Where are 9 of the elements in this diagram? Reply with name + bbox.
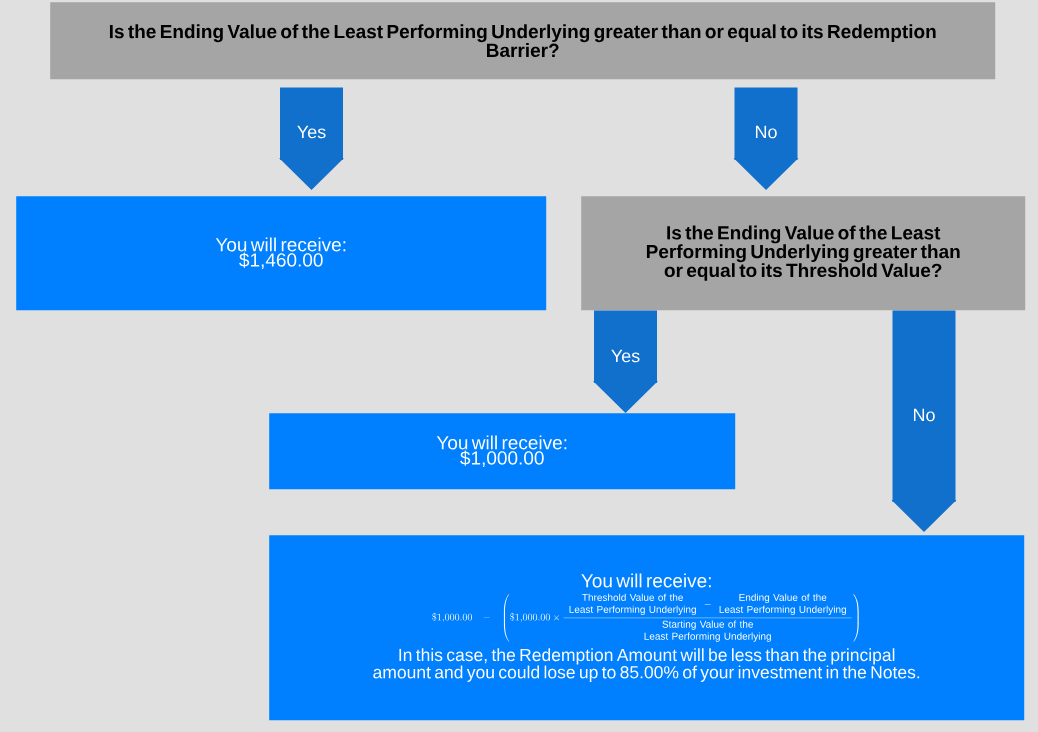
question-box: Is the Ending Value of the Least Performing Underlying greater than or equal to its Redemption Barrier? <box>50 2 996 80</box>
question-box: Is the Ending Value of the Least Performing Underlying greater than or equal to its Threshold Value? <box>581 196 1026 311</box>
result-box: You will receive: $1,000.00 <box>269 413 736 490</box>
edge-label: No <box>914 408 935 422</box>
edge-label: No <box>756 125 777 139</box>
edge-label: Yes <box>297 125 326 139</box>
edge-label: Yes <box>611 349 640 363</box>
result-box: You will receive: $1,460.00 <box>16 196 547 311</box>
result-box: You will receive: $\$1{,}000.00-\left(\$1{,}000.00\times\frac{\begin{array}{c}\text{Threshold Value of the}\\ \text{Least Performing Underlying}\end{array}-\begin{array}{c}\text{Ending Value of the}\\ \text{Least Performing Underlying}\end{array}}{\begin{array}{c}\text{Starting Value of the}\\ \text{Least Performing Underlying}\end{array}}\right)$ In this case, the Redemption Amount will be less than the principal amount and you could lose up to 85.00% of your investment in the Notes. <box>269 535 1025 721</box>
